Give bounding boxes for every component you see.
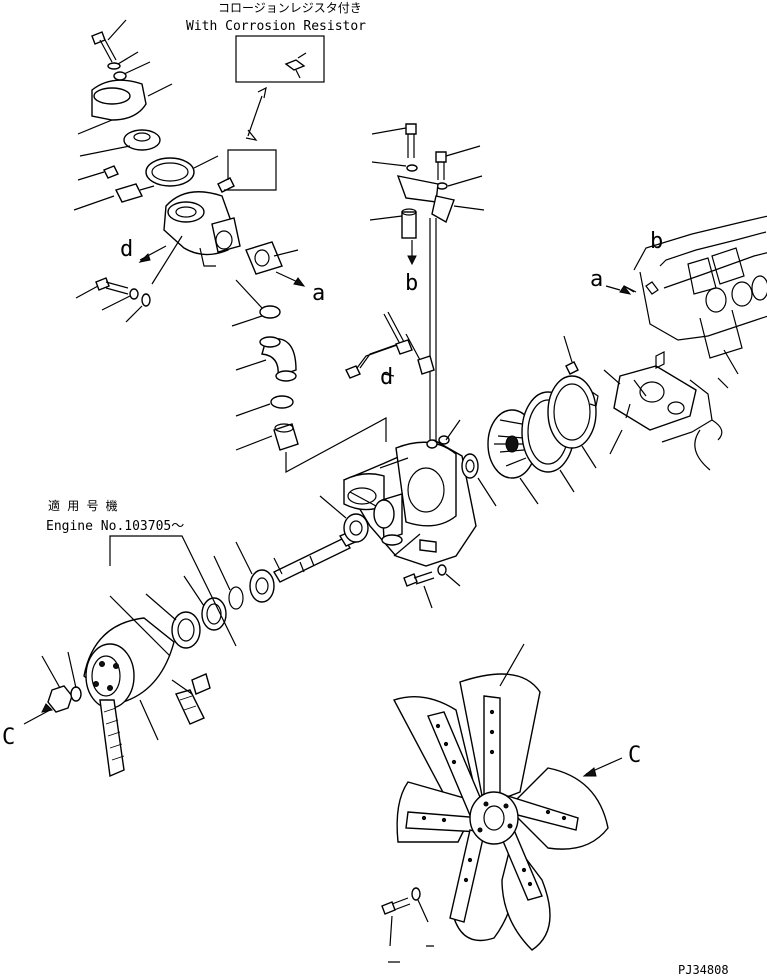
thermostat-housing-group <box>73 19 387 474</box>
shaft-bearing-group <box>109 491 395 649</box>
ref-a-thermostat: a <box>312 281 325 306</box>
corrosion-resistor-inset <box>235 35 325 141</box>
water-pump-group <box>343 311 599 609</box>
ref-c-fan: C <box>628 743 641 768</box>
corrosion-resistor-jp-label: コロージョンレジスタ付き <box>218 1 362 15</box>
fan-group <box>381 643 623 963</box>
ref-b-bracket: b <box>405 271 418 296</box>
ref-b-engine: b <box>650 229 663 254</box>
ref-c-pulley: C <box>2 725 15 750</box>
ref-d-thermostat: d <box>120 237 133 262</box>
engine-number-label: Engine No.103705～ <box>46 519 184 534</box>
ref-a-engine: a <box>590 267 603 292</box>
drawing-code: PJ34808 <box>678 963 729 977</box>
ref-d-tube: d <box>380 365 393 390</box>
pulley-belt-group <box>23 595 211 778</box>
engine-block <box>603 215 767 471</box>
engine-applicable-jp-label: 適 用 号 機 <box>48 498 118 513</box>
corrosion-resistor-en-label: With Corrosion Resistor <box>186 19 366 34</box>
bracket-group <box>369 123 485 444</box>
